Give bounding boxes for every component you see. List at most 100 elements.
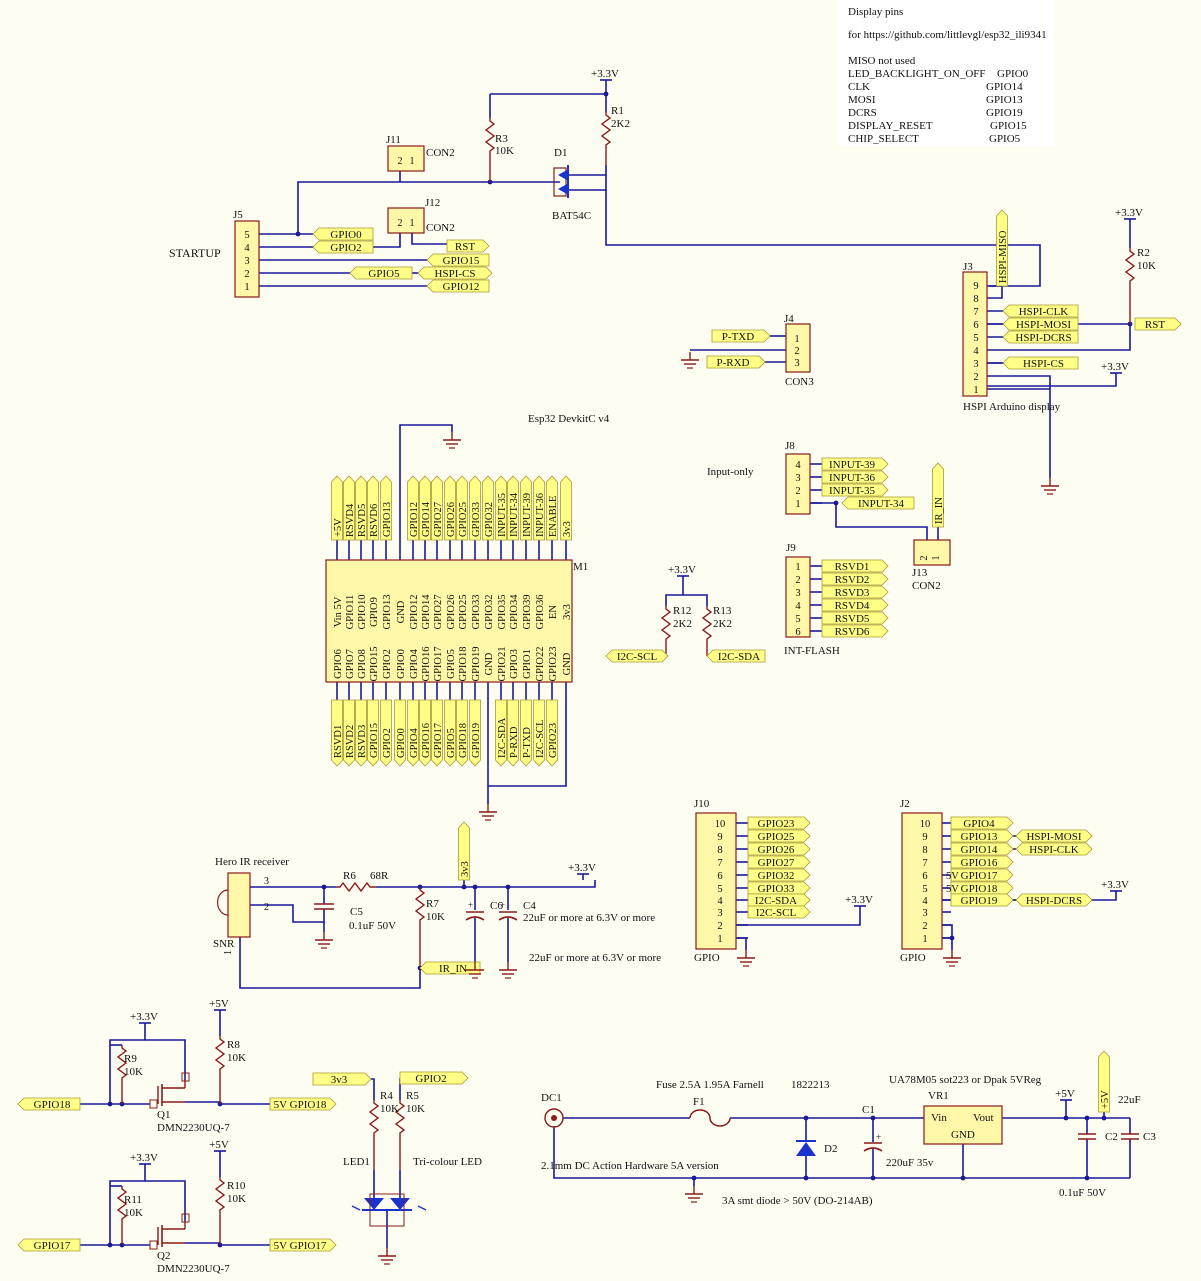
net-label-text: GPIO17 [433, 723, 444, 758]
esp32-module-body [325, 559, 573, 683]
net-label-text: RSVD2 [345, 725, 356, 758]
ground-symbol [1041, 478, 1059, 495]
net-label-text: IR_IN [439, 963, 467, 975]
j4-value: CON3 [785, 376, 814, 388]
notes-row-pin: GPIO14 [986, 81, 1023, 93]
net-label-text: INPUT-35 [497, 493, 508, 537]
r12-value: 2K2 [673, 618, 692, 630]
net-label-flag-vertical [458, 821, 470, 881]
j3-pin-number: 8 [973, 294, 978, 305]
j10-pin-number: 8 [717, 845, 722, 856]
mosfet-gate-resistor-value: 10K [124, 1207, 143, 1219]
net-label-text: GPIO25 [758, 831, 795, 843]
j5-connector [234, 220, 260, 298]
net-label-flag [312, 227, 374, 241]
net-label-flag [821, 457, 889, 471]
c4-value: 22uF or more at 6.3V or more [523, 912, 655, 924]
net-label-flag [419, 961, 481, 975]
j9-ref: J9 [786, 542, 796, 554]
power-rail-label: +3.3V [1101, 361, 1129, 373]
net-label-flag-vertical [431, 699, 443, 767]
net-label-flag-vertical [507, 699, 519, 767]
net-label-flag-vertical [469, 699, 481, 767]
j2-ref: J2 [900, 798, 910, 810]
vr1-note: UA78M05 sot223 or Dpak 5VReg [889, 1074, 1042, 1086]
junction-dot [603, 91, 609, 97]
j2-pin-number: 4 [922, 896, 928, 907]
net-label-flag-vertical [431, 475, 443, 541]
c2-ref: C2 [1105, 1131, 1118, 1143]
m1-bottom-pin-name: GPIO8 [357, 649, 368, 679]
net-label-flag [1015, 842, 1093, 856]
j10-value: GPIO [694, 952, 720, 964]
dc1-ref: DC1 [541, 1092, 562, 1104]
net-label-text: GPIO2 [415, 1073, 446, 1085]
net-label-flag [399, 1071, 469, 1085]
d2-note: 3A smt diode > 50V (DO-214AB) [722, 1195, 873, 1207]
notes-miso: MISO not used [848, 55, 916, 67]
m1-bottom-pin-name: GPIO22 [535, 646, 546, 681]
j11-ref: J11 [386, 134, 401, 146]
power-rail-label: +3.3V [1115, 207, 1143, 219]
d1-value: BAT54C [552, 210, 591, 222]
j2-pin-number: 10 [920, 819, 931, 830]
net-label-flag [821, 585, 889, 599]
net-label-text: IR_IN [934, 497, 945, 524]
r4-ref: R4 [380, 1090, 393, 1102]
net-label-text: I2C-SCL [617, 651, 658, 663]
mosfet-gate-resistor-ref: R9 [124, 1053, 137, 1065]
dc-note: 2.1mm DC Action Hardware 5A version [541, 1160, 719, 1172]
wire [987, 286, 1003, 299]
net-label-flag [747, 855, 811, 869]
net-label-text: GPIO4 [963, 818, 995, 830]
wire [145, 1180, 186, 1221]
m1-top-pin-name: GPIO26 [446, 594, 457, 629]
wire [736, 912, 861, 926]
net-label-flag-vertical [380, 475, 392, 541]
net-label-flag [841, 496, 915, 510]
power-rail-symbol [1110, 890, 1122, 897]
j13-pin: 1 [931, 556, 942, 561]
ir-pin: 1 [223, 950, 234, 955]
ground-symbol [315, 932, 333, 949]
j13-connector [913, 539, 951, 566]
j5-pin-number: 1 [244, 282, 249, 293]
power-rail-label: +5V [1055, 1088, 1075, 1100]
net-label-text: HSPI-CLK [1029, 844, 1079, 856]
d1-ref: D1 [554, 147, 567, 159]
j10-pin-number: 10 [715, 819, 726, 830]
power-rail-symbol [139, 1163, 151, 1170]
net-label-text: +5V [1100, 1090, 1111, 1109]
power-rail-symbol [854, 905, 866, 912]
net-label-flag-vertical [380, 699, 392, 767]
net-label-text: GPIO2 [330, 242, 361, 254]
m1-bottom-pin-name: GPIO18 [458, 646, 469, 681]
net-label-flag [706, 649, 766, 663]
mosfet-symbol [149, 1072, 190, 1109]
net-label-flag [821, 559, 889, 573]
m1-ref: M1 [573, 561, 588, 573]
r12-ref: R12 [673, 605, 691, 617]
notes-link: for https://github.com/littlevgl/esp32_i… [848, 29, 1047, 41]
net-label-flag [821, 611, 889, 625]
j3-pin-number: 3 [973, 359, 978, 370]
j3-pin-number: 5 [973, 333, 978, 344]
j5-ref: J5 [233, 209, 243, 221]
j9-pin-number: 1 [795, 562, 800, 573]
net-label-flag [821, 624, 889, 638]
junction-dot [1084, 1175, 1090, 1181]
wire [239, 937, 421, 989]
c6-plate [465, 916, 485, 921]
resistor [214, 1036, 226, 1104]
net-label-flag [1002, 330, 1079, 344]
net-label-text: HSPI-DCRS [1026, 895, 1082, 907]
farnell-part-number: 1822213 [791, 1079, 830, 1091]
j4-pin-number: 3 [794, 358, 799, 369]
net-label-flag-vertical [495, 475, 507, 541]
j9-connector [785, 556, 811, 638]
junction-dot [107, 1101, 113, 1107]
net-label-text: GPIO0 [396, 728, 407, 758]
mosfet-pullup-value: 10K [227, 1052, 246, 1064]
